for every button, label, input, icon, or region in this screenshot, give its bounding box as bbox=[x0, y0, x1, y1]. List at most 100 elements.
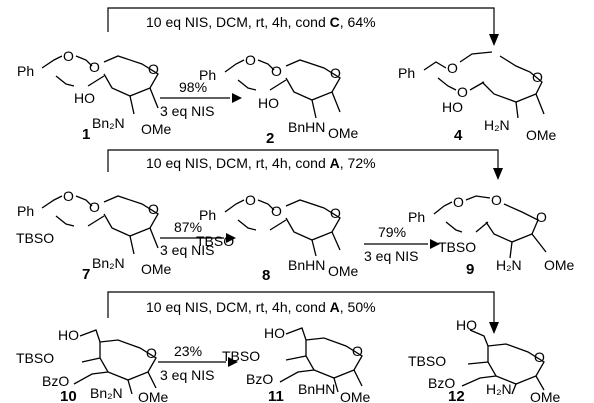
compound-11-ring-o: O bbox=[352, 343, 363, 359]
compound-10-tbso: TBSO bbox=[16, 350, 54, 366]
svg-text:O: O bbox=[271, 203, 282, 219]
row-1-bypass-arrowhead bbox=[489, 34, 499, 46]
compound-9-label: 9 bbox=[466, 261, 474, 278]
row-2-bypass-arrow bbox=[107, 149, 499, 172]
svg-text:O: O bbox=[245, 192, 256, 208]
compound-8-tbso: TBSO bbox=[196, 233, 234, 249]
svg-text:O: O bbox=[245, 52, 256, 68]
row-1-reagent-1: 3 eq NIS bbox=[160, 103, 214, 119]
compound-7-ph: Ph bbox=[17, 203, 34, 219]
compound-1-bonds bbox=[41, 55, 63, 69]
row-3-bypass-arrowhead bbox=[489, 322, 499, 334]
compound-1-ph: Ph bbox=[17, 63, 34, 79]
compound-9-amine: H₂N bbox=[496, 257, 522, 273]
row-1-yield-1: 98% bbox=[179, 79, 207, 95]
compound-2-ph: Ph bbox=[199, 67, 216, 83]
compound-12-ho6: HO bbox=[456, 317, 477, 333]
compound-9-ome: OMe bbox=[544, 257, 575, 273]
compound-12-label: 12 bbox=[448, 388, 465, 403]
compound-7-label: 7 bbox=[82, 266, 90, 283]
row-3-yield-1: 23% bbox=[174, 343, 202, 359]
compound-11-label: 11 bbox=[268, 388, 284, 403]
svg-text:O: O bbox=[447, 60, 458, 76]
row-1-condition: 10 eq NIS, DCM, rt, 4h, cond C, 64% bbox=[146, 14, 376, 30]
compound-11-amine: BnHN bbox=[298, 381, 335, 397]
compound-8-label: 8 bbox=[262, 267, 270, 284]
compound-7-amine: Bn₂N bbox=[92, 255, 125, 271]
compound-10-bzo: BzO bbox=[42, 373, 69, 389]
compound-4-ome: OMe bbox=[526, 127, 557, 143]
row-2: 10 eq NIS, DCM, rt, 4h, cond A, 72% Ph O… bbox=[16, 149, 575, 284]
compound-11-tbso: TBSO bbox=[222, 348, 260, 364]
row-1-bypass-arrow bbox=[107, 7, 495, 36]
compound-12-bzo: BzO bbox=[428, 375, 455, 391]
compound-2-ome: OMe bbox=[328, 125, 359, 141]
compound-12-ome: OMe bbox=[530, 389, 561, 403]
compound-12-amine: H₂N bbox=[486, 381, 512, 397]
compound-12-tbso: TBSO bbox=[408, 353, 446, 369]
compound-11-ome: OMe bbox=[340, 389, 371, 403]
compound-9-tbso: TBSO bbox=[438, 239, 476, 255]
row-2-condition: 10 eq NIS, DCM, rt, 4h, cond A, 72% bbox=[146, 155, 376, 171]
compound-2-amine: BnHN bbox=[288, 119, 325, 135]
compound-10-ring-o: O bbox=[146, 345, 157, 361]
compound-10-amine: Bn₂N bbox=[90, 385, 123, 401]
row-3: 10 eq NIS, DCM, rt, 4h, cond A, 50% HO O… bbox=[16, 291, 561, 403]
compound-8-amine: BnHN bbox=[288, 257, 325, 273]
compound-11-ho6: HO bbox=[264, 325, 285, 341]
svg-text:O: O bbox=[491, 192, 502, 208]
compound-1: Ph O O O HO Bn₂N OMe 1 bbox=[17, 48, 172, 143]
compound-1-o-b: O bbox=[89, 59, 100, 75]
compound-2-ring-o: O bbox=[330, 65, 341, 81]
svg-text:O: O bbox=[63, 188, 74, 204]
svg-text:O: O bbox=[457, 84, 468, 100]
compound-1-amine: Bn₂N bbox=[92, 115, 125, 131]
compound-7-ome: OMe bbox=[141, 261, 172, 277]
compound-10-ome: OMe bbox=[138, 389, 169, 403]
compound-10-ho6: HO bbox=[58, 327, 79, 343]
compound-12-ring-o: O bbox=[534, 349, 545, 365]
compound-11: HO O TBSO BzO BnHN OMe 11 bbox=[222, 325, 371, 403]
row-2-arrow-1: 87% 3 eq NIS bbox=[160, 219, 236, 258]
compound-2-hydroxyl: HO bbox=[258, 95, 279, 111]
compound-1-label: 1 bbox=[82, 126, 90, 143]
compound-10-label: 10 bbox=[60, 388, 77, 403]
compound-4: Ph O O O HO H₂N OMe 4 bbox=[398, 51, 557, 144]
row-2-reagent-1: 3 eq NIS bbox=[160, 242, 214, 258]
compound-1-ring-o: O bbox=[148, 61, 159, 77]
compound-8-ring-o: O bbox=[330, 205, 341, 221]
compound-11-bzo: BzO bbox=[246, 371, 273, 387]
compound-2: Ph O O O HO BnHN OMe 2 bbox=[199, 52, 359, 147]
compound-4-label: 4 bbox=[454, 127, 463, 144]
row-2-yield-1: 87% bbox=[174, 219, 202, 235]
row-3-bypass-arrow bbox=[107, 291, 495, 324]
row-1: 10 eq NIS, DCM, rt, 4h, cond C, 64% Ph O… bbox=[17, 7, 557, 147]
compound-4-ph: Ph bbox=[398, 65, 415, 81]
row-2-reagent-2: 3 eq NIS bbox=[364, 248, 418, 264]
row-1-arrow-1: 98% 3 eq NIS bbox=[160, 79, 242, 119]
compound-9-ph: Ph bbox=[408, 209, 425, 225]
compound-9-ring-o: O bbox=[536, 209, 547, 225]
compound-1-hydroxyl: HO bbox=[74, 90, 95, 106]
compound-1-o-a: O bbox=[63, 48, 74, 64]
row-3-condition: 10 eq NIS, DCM, rt, 4h, cond A, 50% bbox=[146, 299, 376, 315]
compound-12: HO O TBSO BzO H₂N OMe 12 bbox=[408, 317, 561, 403]
compound-8: Ph O O O TBSO BnHN OMe 8 bbox=[196, 192, 359, 284]
svg-text:O: O bbox=[89, 199, 100, 215]
compound-7-ring-o: O bbox=[148, 201, 159, 217]
compound-8-ph: Ph bbox=[199, 207, 216, 223]
compound-1-ome: OMe bbox=[141, 121, 172, 137]
compound-9: Ph O O O TBSO H₂N OMe 9 bbox=[408, 192, 575, 278]
row-3-arrow-1: 23% 3 eq NIS bbox=[158, 343, 238, 383]
compound-8-ome: OMe bbox=[328, 263, 359, 279]
svg-text:O: O bbox=[453, 194, 464, 210]
compound-4-amine: H₂N bbox=[484, 117, 510, 133]
row-2-bypass-arrowhead bbox=[493, 168, 503, 180]
compound-7-tbso: TBSO bbox=[16, 230, 54, 246]
compound-4-hydroxyl: HO bbox=[442, 99, 463, 115]
compound-4-ring-o: O bbox=[532, 69, 543, 85]
compound-7: Ph O O O TBSO Bn₂N OMe 7 bbox=[16, 188, 172, 283]
compound-2-label: 2 bbox=[266, 130, 274, 147]
row-3-reagent-1: 3 eq NIS bbox=[160, 367, 214, 383]
